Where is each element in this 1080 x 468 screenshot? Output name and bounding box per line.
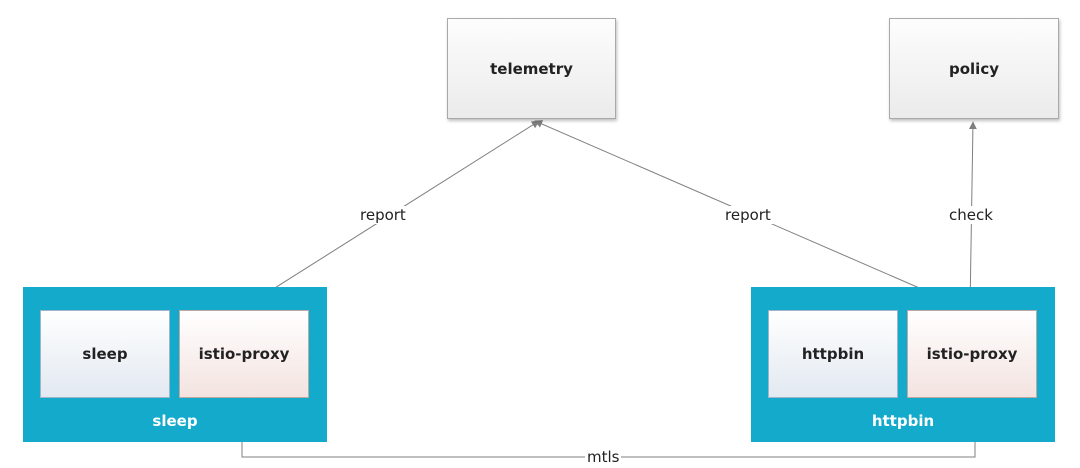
sleep-container-label: sleep xyxy=(82,345,128,363)
sleep-container: sleep xyxy=(40,310,170,398)
httpbin-istio-proxy-label: istio-proxy xyxy=(926,345,1018,363)
check-label: check xyxy=(947,206,995,224)
httpbin-container-label: httpbin xyxy=(801,345,865,363)
report-right-label: report xyxy=(723,206,773,224)
telemetry-label: telemetry xyxy=(490,59,573,78)
mtls-label: mtls xyxy=(585,448,622,466)
sleep-istio-proxy: istio-proxy xyxy=(179,310,309,398)
telemetry-node: telemetry xyxy=(447,18,616,119)
httpbin-pod-label: httpbin xyxy=(871,412,935,430)
sleep-pod-label: sleep xyxy=(152,412,198,430)
httpbin-container: httpbin xyxy=(768,310,898,398)
report-left-label: report xyxy=(358,206,408,224)
policy-node: policy xyxy=(889,18,1059,119)
sleep-istio-proxy-label: istio-proxy xyxy=(198,345,290,363)
policy-label: policy xyxy=(949,59,999,78)
httpbin-istio-proxy: istio-proxy xyxy=(907,310,1037,398)
